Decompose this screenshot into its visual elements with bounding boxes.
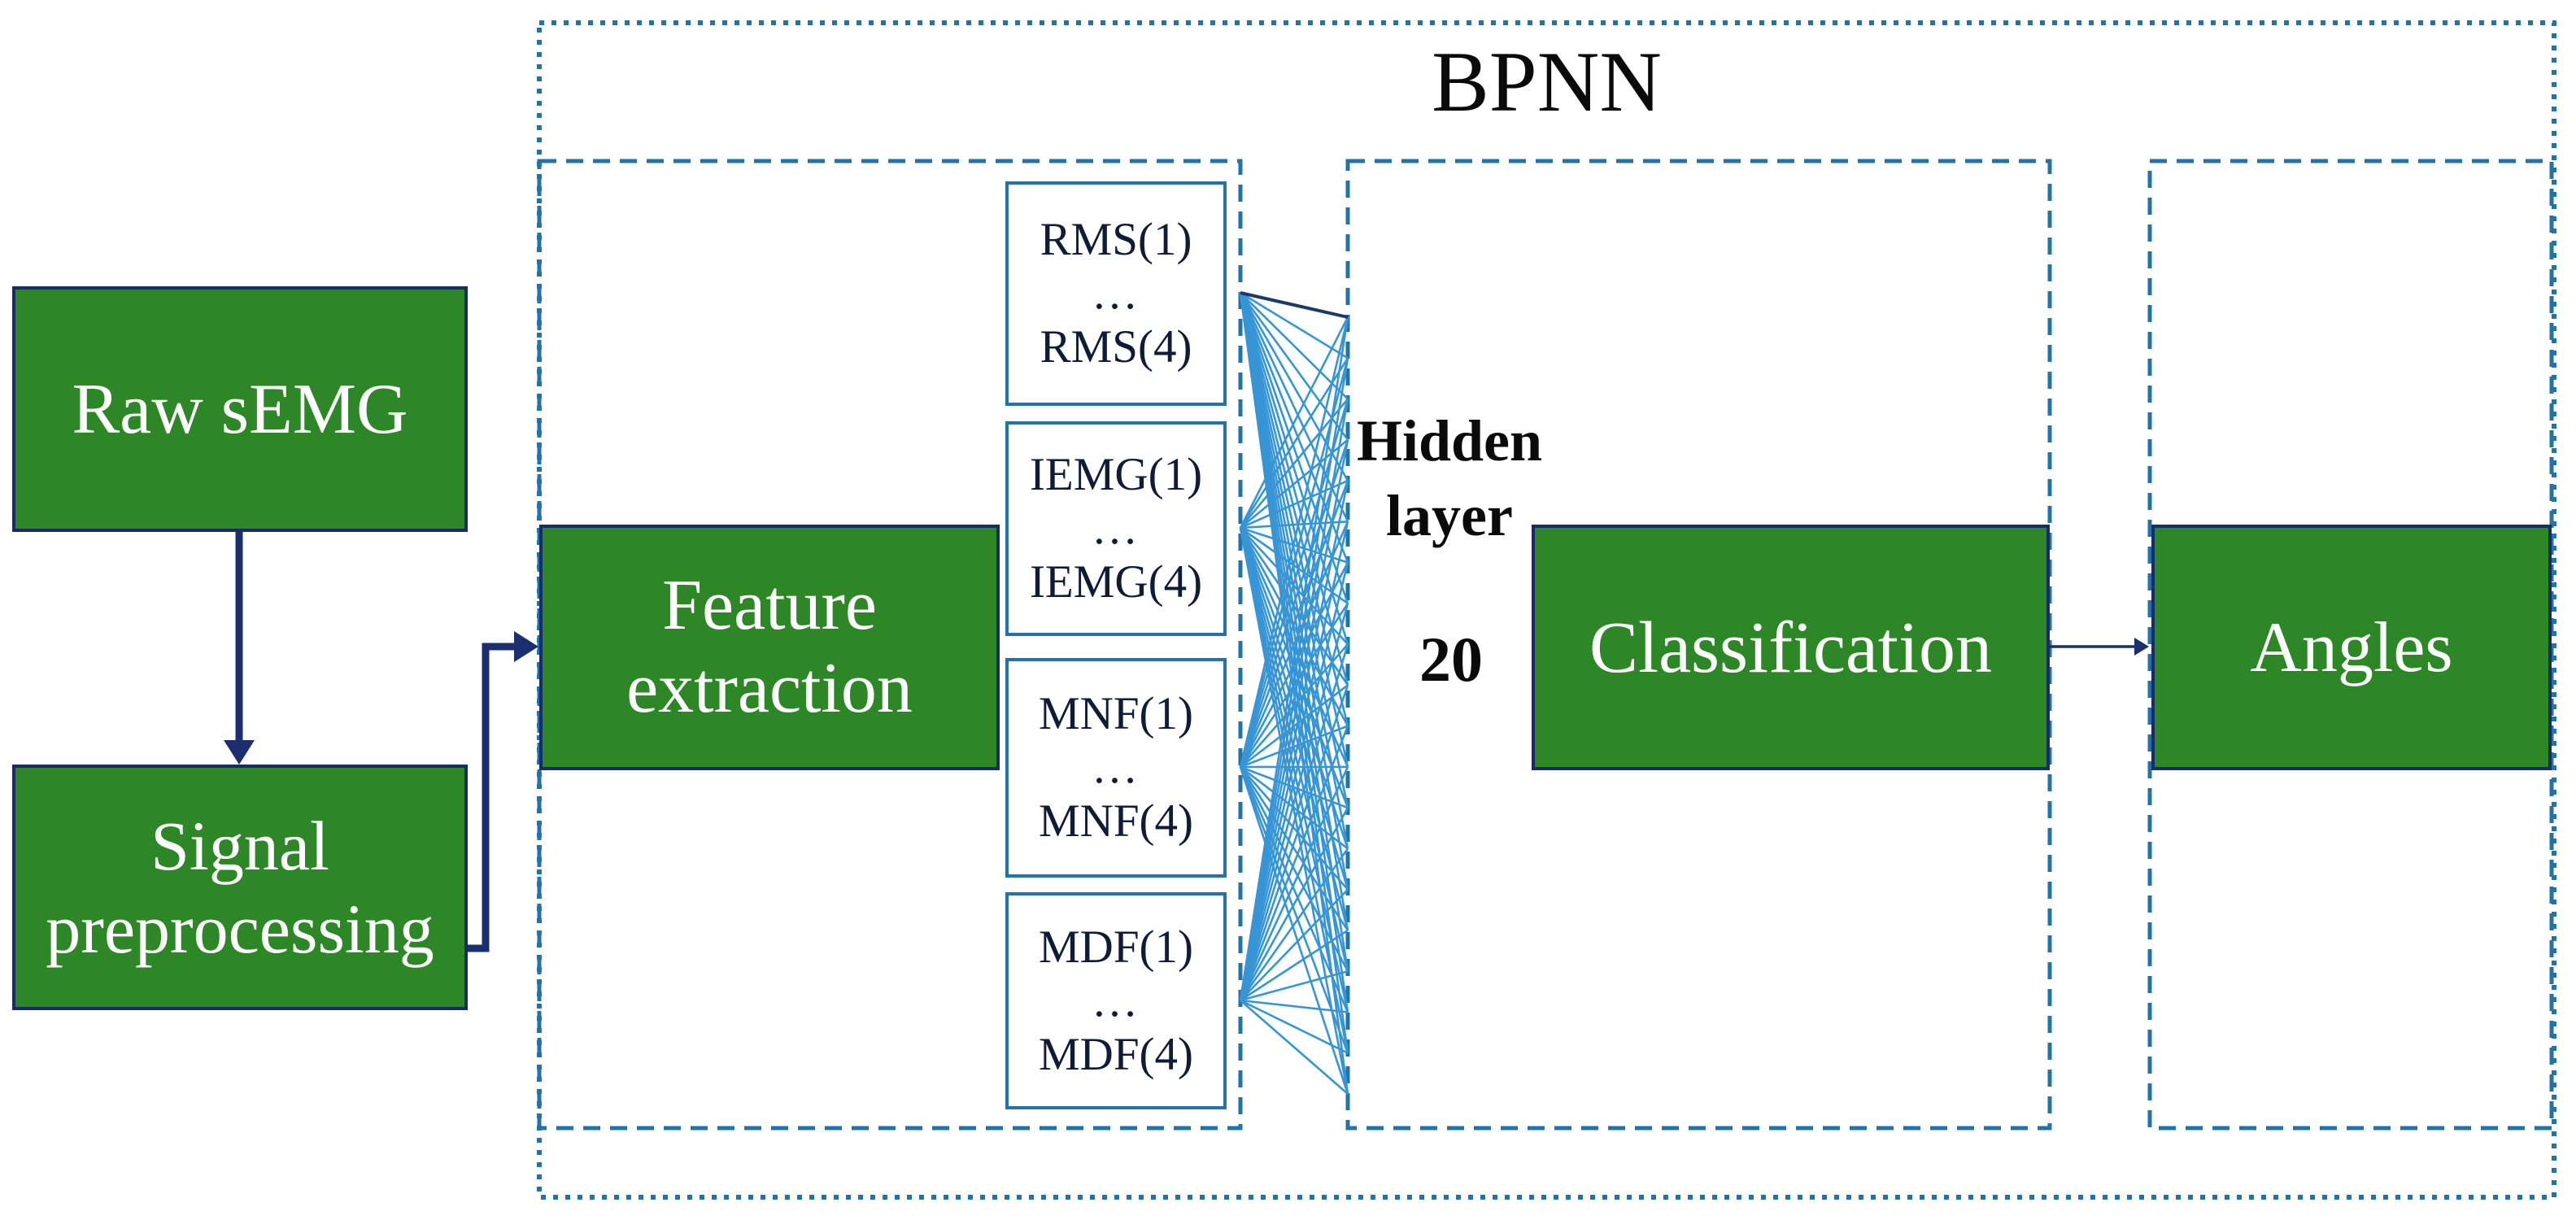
ellipsis: …	[1092, 503, 1140, 554]
feature-node-rms-first: RMS(1)	[1040, 214, 1192, 265]
signal-preprocessing-label-line1: Signal	[150, 807, 329, 885]
feature-node-mnf: MNF(1) … MNF(4)	[1005, 658, 1227, 878]
hidden-layer-label: Hidden layer	[1349, 403, 1550, 553]
feature-node-rms: RMS(1) … RMS(4)	[1005, 181, 1227, 406]
feature-node-mdf-first: MDF(1)	[1038, 921, 1193, 973]
feature-node-mnf-last: MNF(4)	[1038, 795, 1193, 847]
bpnn-frame-title: BPNN	[1432, 34, 1662, 129]
feature-node-iemg-last: IEMG(4)	[1029, 556, 1203, 608]
hidden-layer-label-line1: Hidden	[1356, 408, 1543, 473]
feature-extraction-box: Feature extraction	[539, 525, 1000, 770]
ellipsis: …	[1092, 268, 1140, 319]
feature-node-iemg-first: IEMG(1)	[1029, 449, 1203, 500]
raw-semg-label: Raw sEMG	[72, 369, 408, 449]
classification-box: Classification	[1532, 525, 2050, 770]
hidden-layer-label-line2: layer	[1386, 483, 1513, 548]
ellipsis: …	[1092, 742, 1140, 793]
feature-node-mdf-last: MDF(4)	[1038, 1028, 1193, 1080]
classification-label: Classification	[1589, 607, 1992, 688]
feature-node-mdf: MDF(1) … MDF(4)	[1005, 892, 1227, 1109]
ellipsis: …	[1092, 974, 1140, 1026]
hidden-layer-neuron-count: 20	[1419, 624, 1483, 695]
feature-node-iemg: IEMG(1) … IEMG(4)	[1005, 421, 1227, 636]
feature-node-mnf-first: MNF(1)	[1038, 688, 1193, 739]
raw-semg-box: Raw sEMG	[12, 286, 468, 532]
feature-node-rms-last: RMS(4)	[1040, 321, 1192, 373]
feature-extraction-label-line1: Feature	[662, 566, 877, 645]
signal-preprocessing-box: Signal preprocessing	[12, 765, 468, 1010]
signal-preprocessing-label-line2: preprocessing	[46, 890, 434, 968]
feature-extraction-label-line2: extraction	[626, 649, 913, 728]
angles-label: Angles	[2250, 608, 2453, 687]
angles-box: Angles	[2151, 525, 2552, 770]
